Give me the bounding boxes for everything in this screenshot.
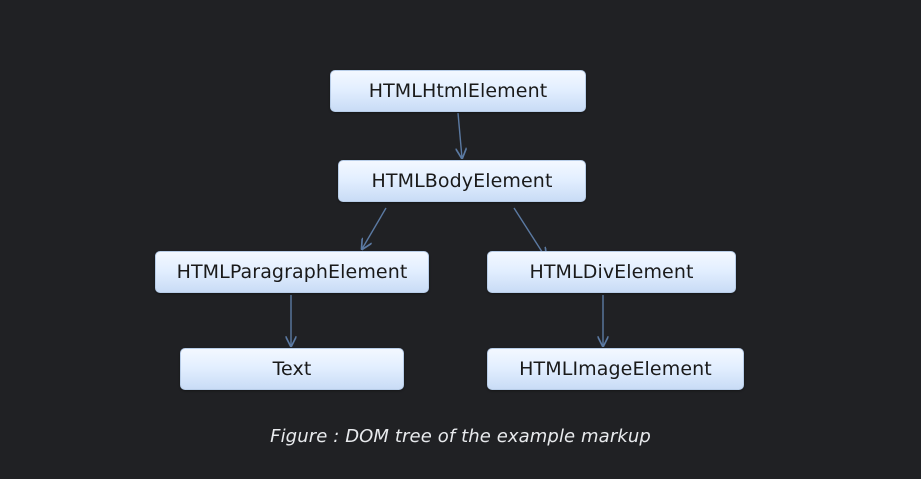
edge-html-to-body	[458, 112, 462, 158]
figure-caption: Figure : DOM tree of the example markup	[270, 426, 651, 447]
edge-body-to-div	[513, 207, 546, 258]
node-html-html-element: HTMLHtmlElement	[330, 70, 586, 112]
node-html-image-element: HTMLImageElement	[487, 348, 744, 390]
node-html-div-element: HTMLDivElement	[487, 251, 736, 293]
edge-body-to-paragraph	[362, 207, 387, 249]
node-html-paragraph-element: HTMLParagraphElement	[155, 251, 429, 293]
node-text: Text	[180, 348, 404, 390]
node-html-body-element: HTMLBodyElement	[338, 160, 586, 202]
